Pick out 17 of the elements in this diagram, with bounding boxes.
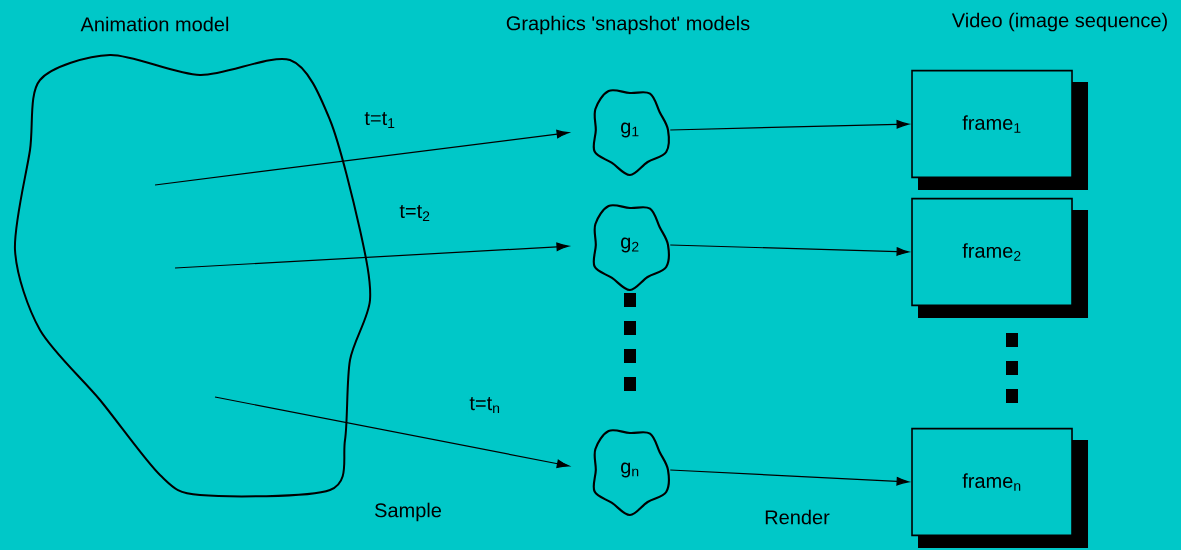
snapshot-blob: g$_{n}$ bbox=[592, 429, 670, 517]
arrow bbox=[669, 120, 909, 131]
snapshot-blob: g$_{2}$ bbox=[592, 204, 670, 292]
arrow bbox=[214, 396, 570, 468]
arrow bbox=[154, 129, 569, 186]
frame-box: frame$_{1}$ bbox=[911, 69, 1088, 190]
column-heading: Video (image sequence) bbox=[951, 12, 1167, 32]
frame-box: frame$_{n}$ bbox=[911, 427, 1088, 548]
arrow bbox=[669, 469, 909, 486]
step-label: Render bbox=[765, 509, 830, 525]
snapshot-blob: g$_{1}$ bbox=[592, 89, 670, 177]
step-label: Sample bbox=[375, 502, 441, 522]
frame-box: frame$_{2}$ bbox=[911, 197, 1088, 318]
arrow bbox=[174, 242, 569, 269]
column-heading: Graphics 'snapshot' models bbox=[506, 15, 750, 35]
node-label: Animation model bbox=[80, 16, 229, 32]
arrow bbox=[669, 244, 909, 256]
